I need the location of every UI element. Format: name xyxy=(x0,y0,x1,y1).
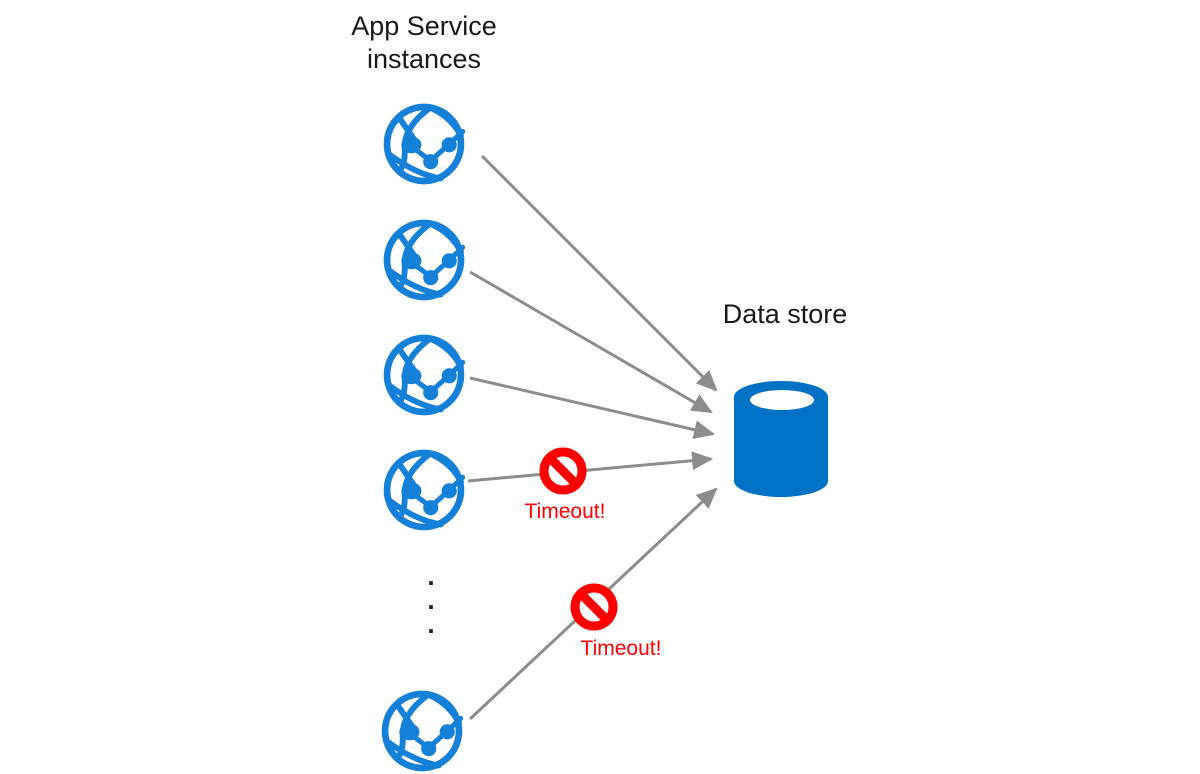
connection-arrow-4 xyxy=(467,451,714,483)
prohibition-icon xyxy=(539,447,587,495)
app-service-icon xyxy=(382,333,466,417)
data-store-label: Data store xyxy=(722,299,848,329)
connection-arrow-3 xyxy=(469,376,716,439)
app-service-icon xyxy=(382,102,466,186)
app-service-group-label: App Service instances xyxy=(351,11,497,74)
connection-arrow-1 xyxy=(480,154,718,392)
timeout-label: Timeout! xyxy=(524,500,606,523)
ellipsis-dot: . xyxy=(427,561,435,591)
timeout-label: Timeout! xyxy=(580,637,662,660)
connection-arrow-2 xyxy=(469,270,713,414)
app-service-icon xyxy=(382,218,466,302)
app-service-icon xyxy=(380,689,464,773)
ellipsis-dot: . xyxy=(427,609,435,639)
more-instances-ellipsis: . . . xyxy=(410,561,452,648)
prohibition-icon xyxy=(570,583,618,631)
app-service-icon xyxy=(382,448,466,532)
ellipsis-dot: . xyxy=(427,585,435,615)
database-cylinder-icon xyxy=(732,380,830,498)
